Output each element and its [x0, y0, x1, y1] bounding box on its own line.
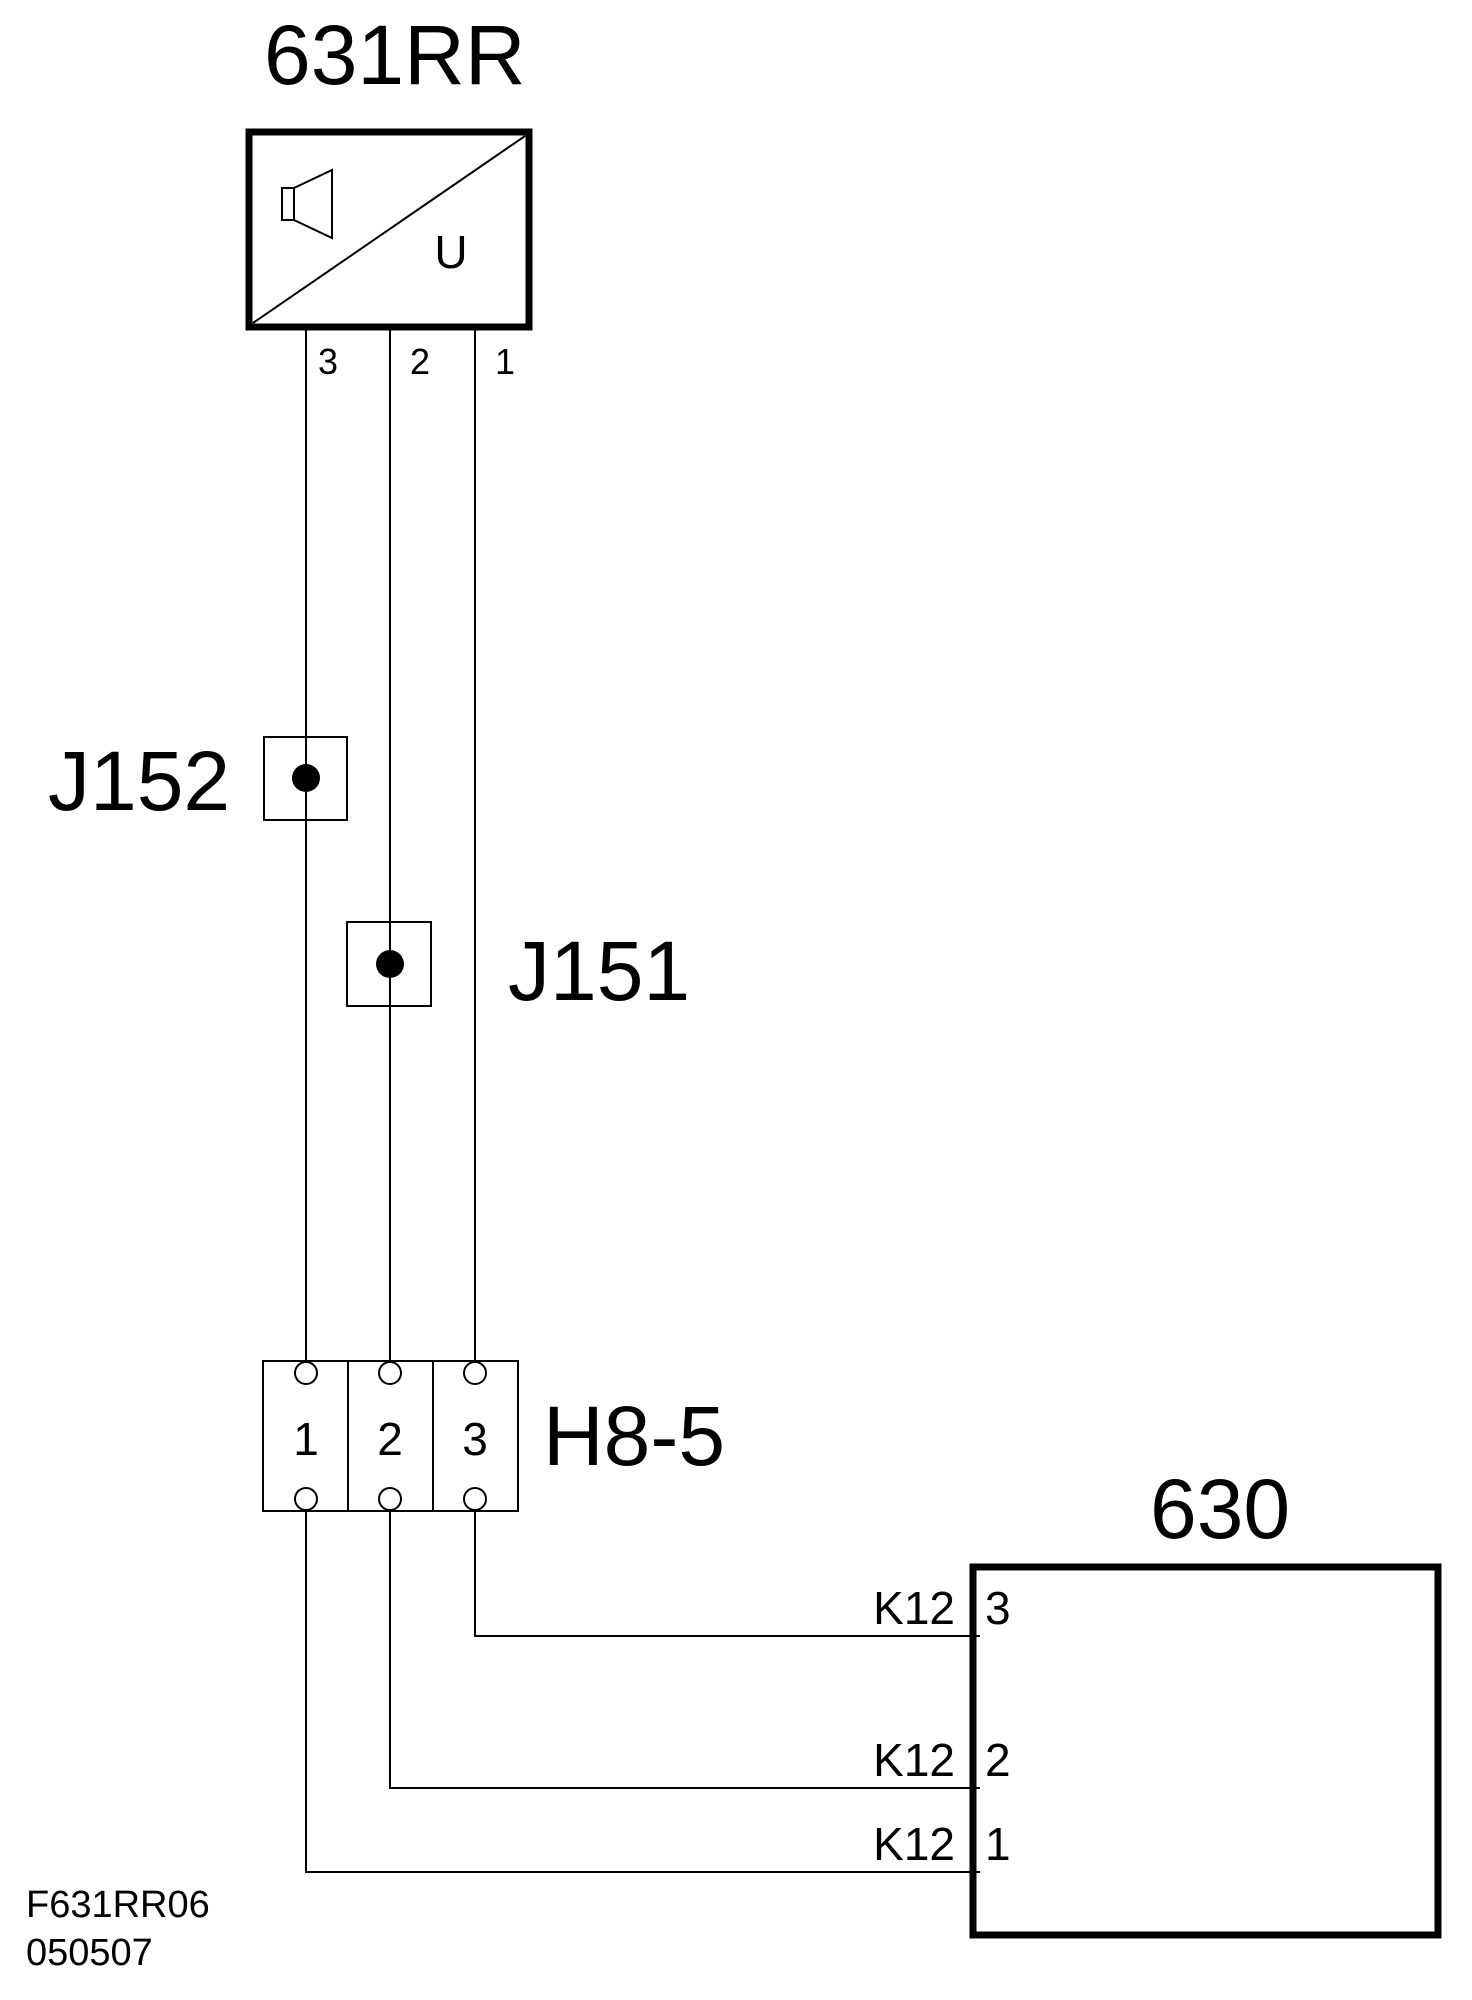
terminal [294, 1361, 318, 1385]
connector-h8-5-label: H8-5 [543, 1389, 725, 1483]
h8-5-pin-2-label: 2 [377, 1413, 403, 1465]
wire-h8-pin2-to-k12-2 [389, 1510, 980, 1789]
splice-j151-label: J151 [508, 924, 690, 1018]
module-630-connector-label: K12 [873, 1734, 955, 1786]
module-630-pin-label: 3 [985, 1582, 1011, 1634]
wire-h8-pin3-to-k12-3 [474, 1510, 980, 1637]
h8-5-pin-1-label: 1 [293, 1413, 319, 1465]
drawing-id: F631RR06 [26, 1884, 210, 1926]
speaker-icon [281, 168, 333, 240]
terminal [463, 1361, 487, 1385]
speaker-unit-divider [252, 135, 526, 324]
splice-j152-label: J152 [48, 734, 230, 828]
speaker-unit-inner-label: U [434, 226, 467, 278]
terminal [294, 1487, 318, 1511]
speaker-pin-2-label: 2 [410, 341, 430, 382]
speaker-unit-title: 631RR [264, 8, 525, 102]
module-630-title: 630 [1150, 1462, 1290, 1556]
h8-5-pin-3-label: 3 [462, 1413, 488, 1465]
module-630-connector-label: K12 [873, 1818, 955, 1870]
terminal [378, 1487, 402, 1511]
splice-j152-dot [292, 764, 320, 792]
splice-j151-dot [376, 950, 404, 978]
speaker-pin-3-label: 3 [318, 341, 338, 382]
module-630-box [969, 1563, 1442, 1939]
speaker-pin-1-label: 1 [495, 341, 515, 382]
wire-h8-pin1-to-k12-1 [305, 1510, 980, 1873]
terminal [463, 1487, 487, 1511]
drawing-date: 050507 [26, 1932, 153, 1974]
module-630-pin-label: 1 [985, 1818, 1011, 1870]
terminal [378, 1361, 402, 1385]
module-630-pin-label: 2 [985, 1734, 1011, 1786]
speaker-unit-box [245, 128, 533, 331]
module-630-connector-label: K12 [873, 1582, 955, 1634]
